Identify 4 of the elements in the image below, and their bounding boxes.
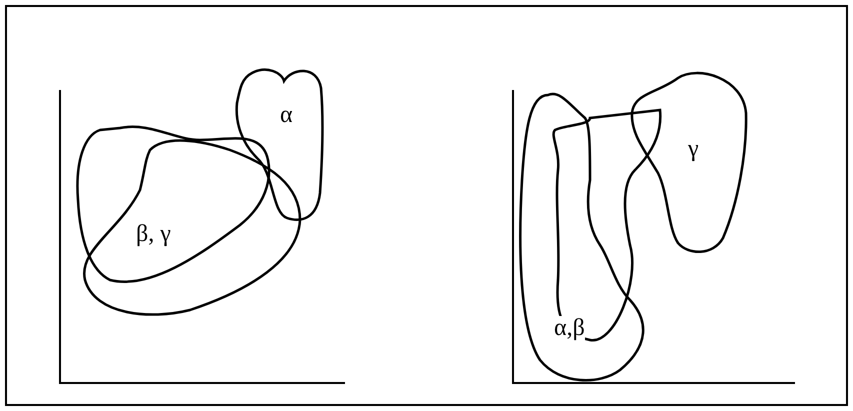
region-label: α,β [554, 316, 585, 340]
region-label: γ [688, 137, 699, 161]
region-label: α [280, 103, 293, 127]
region-label: β, γ [136, 222, 171, 246]
